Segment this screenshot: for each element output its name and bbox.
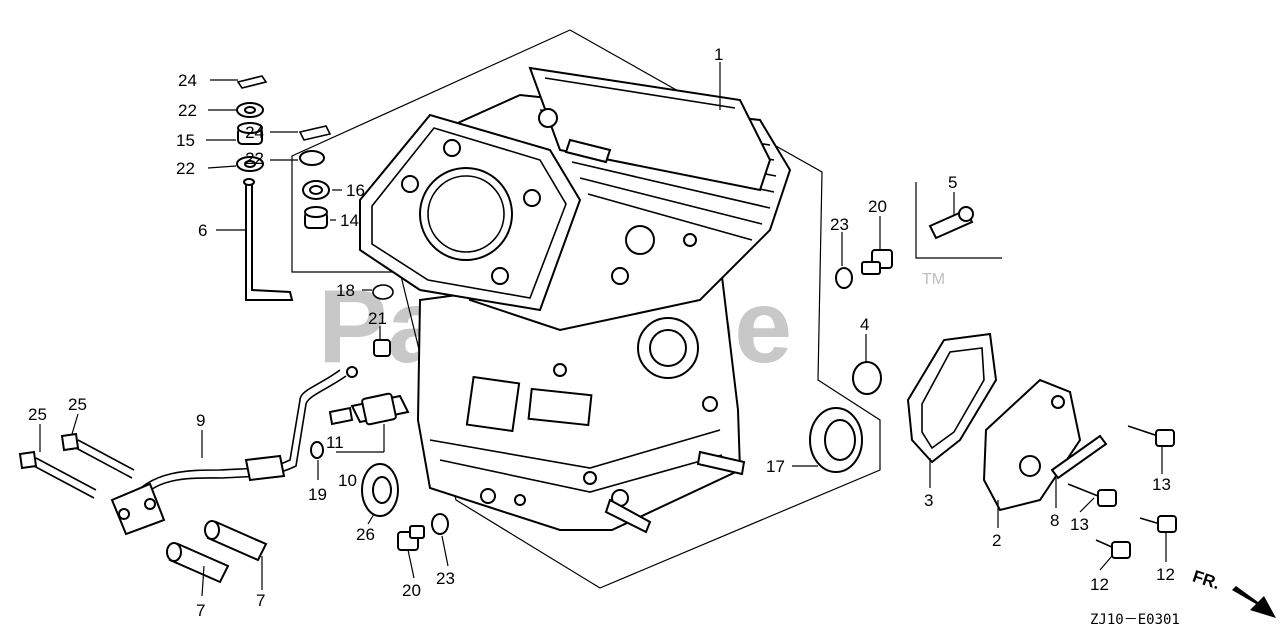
assembly-outline bbox=[291, 29, 881, 589]
front-direction-arrow-icon bbox=[1232, 586, 1276, 618]
part-14-collar bbox=[304, 206, 328, 229]
part-24-clip-top bbox=[236, 75, 268, 89]
trademark-mark: TM bbox=[922, 271, 945, 288]
part-15-cushion bbox=[237, 122, 263, 145]
callout-12: 12 bbox=[1090, 575, 1109, 594]
cylinder-block bbox=[359, 66, 792, 534]
callout-2: 2 bbox=[992, 531, 1001, 550]
callout-23: 23 bbox=[436, 569, 455, 588]
part-26-bearing bbox=[361, 463, 399, 517]
callout-22: 22 bbox=[176, 159, 195, 178]
part-9-wire bbox=[110, 366, 358, 536]
callout-24: 24 bbox=[245, 123, 264, 142]
part-25-bolt-left bbox=[18, 450, 97, 499]
part-13-bolt-upper bbox=[1127, 425, 1175, 447]
callout-10: 10 bbox=[338, 471, 357, 490]
callout-22: 22 bbox=[178, 101, 197, 120]
callout-20: 20 bbox=[402, 581, 421, 600]
callout-7: 7 bbox=[196, 601, 205, 620]
part-8-pipe bbox=[1050, 434, 1108, 480]
part-6-tube bbox=[243, 178, 294, 301]
callout-15: 15 bbox=[176, 131, 195, 150]
part-7-tube-left bbox=[166, 542, 230, 584]
part-22-washer-right bbox=[299, 150, 325, 166]
part-18-o-ring bbox=[372, 284, 394, 300]
callout-5: 5 bbox=[948, 173, 957, 192]
callout-14: 14 bbox=[340, 211, 359, 230]
part-11-oil-switch bbox=[328, 392, 410, 426]
callout-3: 3 bbox=[924, 491, 933, 510]
callout-9: 9 bbox=[196, 411, 205, 430]
leader-lines bbox=[39, 62, 1167, 597]
part-24-clip-second bbox=[298, 125, 332, 141]
callout-13: 13 bbox=[1070, 515, 1089, 534]
callout-18: 18 bbox=[336, 281, 355, 300]
callout-23: 23 bbox=[830, 215, 849, 234]
part-21-cap bbox=[373, 339, 391, 357]
callout-13: 13 bbox=[1152, 475, 1171, 494]
callout-25: 25 bbox=[28, 405, 47, 424]
callout-6: 6 bbox=[198, 221, 207, 240]
front-direction-label: FR. bbox=[1190, 567, 1222, 594]
part-4-plug bbox=[852, 361, 882, 395]
callout-22: 22 bbox=[245, 149, 264, 168]
part-17-oil-seal bbox=[809, 407, 863, 473]
callout-21: 21 bbox=[368, 309, 387, 328]
part-13-bolt-lower bbox=[1067, 483, 1117, 507]
part-12-bolt-right bbox=[1139, 515, 1177, 533]
callout-8: 8 bbox=[1050, 511, 1059, 530]
callout-1: 1 bbox=[714, 45, 723, 64]
part-5-bracket bbox=[915, 182, 1002, 259]
callout-labels: 24 22 15 22 24 22 16 14 6 18 21 1 5 23 2… bbox=[28, 45, 1175, 620]
callout-12: 12 bbox=[1156, 565, 1175, 584]
part-2-cover bbox=[982, 378, 1082, 512]
part-23-washer-lower bbox=[431, 513, 449, 535]
part-19-washer bbox=[310, 441, 324, 459]
callout-25: 25 bbox=[68, 395, 87, 414]
callout-17: 17 bbox=[766, 457, 785, 476]
part-7-tube-right bbox=[204, 520, 268, 562]
callout-7: 7 bbox=[256, 591, 265, 610]
washer-hole bbox=[244, 106, 256, 114]
part-25-bolt-right bbox=[60, 432, 135, 479]
part-16-cushion bbox=[302, 180, 330, 200]
part-23-washer-upper bbox=[835, 267, 853, 289]
part-20-bolt-lower bbox=[397, 525, 425, 551]
callout-11: 11 bbox=[326, 433, 344, 452]
part-5-fitting bbox=[928, 206, 974, 240]
part-3-gasket bbox=[906, 332, 998, 464]
part-20-bolt-upper bbox=[861, 249, 893, 275]
callout-20: 20 bbox=[868, 197, 887, 216]
part-12-bolt-left bbox=[1095, 539, 1131, 559]
callout-26: 26 bbox=[356, 525, 375, 544]
callout-16: 16 bbox=[346, 181, 365, 200]
callout-24: 24 bbox=[178, 71, 197, 90]
washer-hole bbox=[244, 160, 256, 168]
callout-19: 19 bbox=[308, 485, 327, 504]
callout-4: 4 bbox=[860, 315, 869, 334]
diagram-code: ZJ10－E0301 bbox=[1090, 612, 1180, 628]
